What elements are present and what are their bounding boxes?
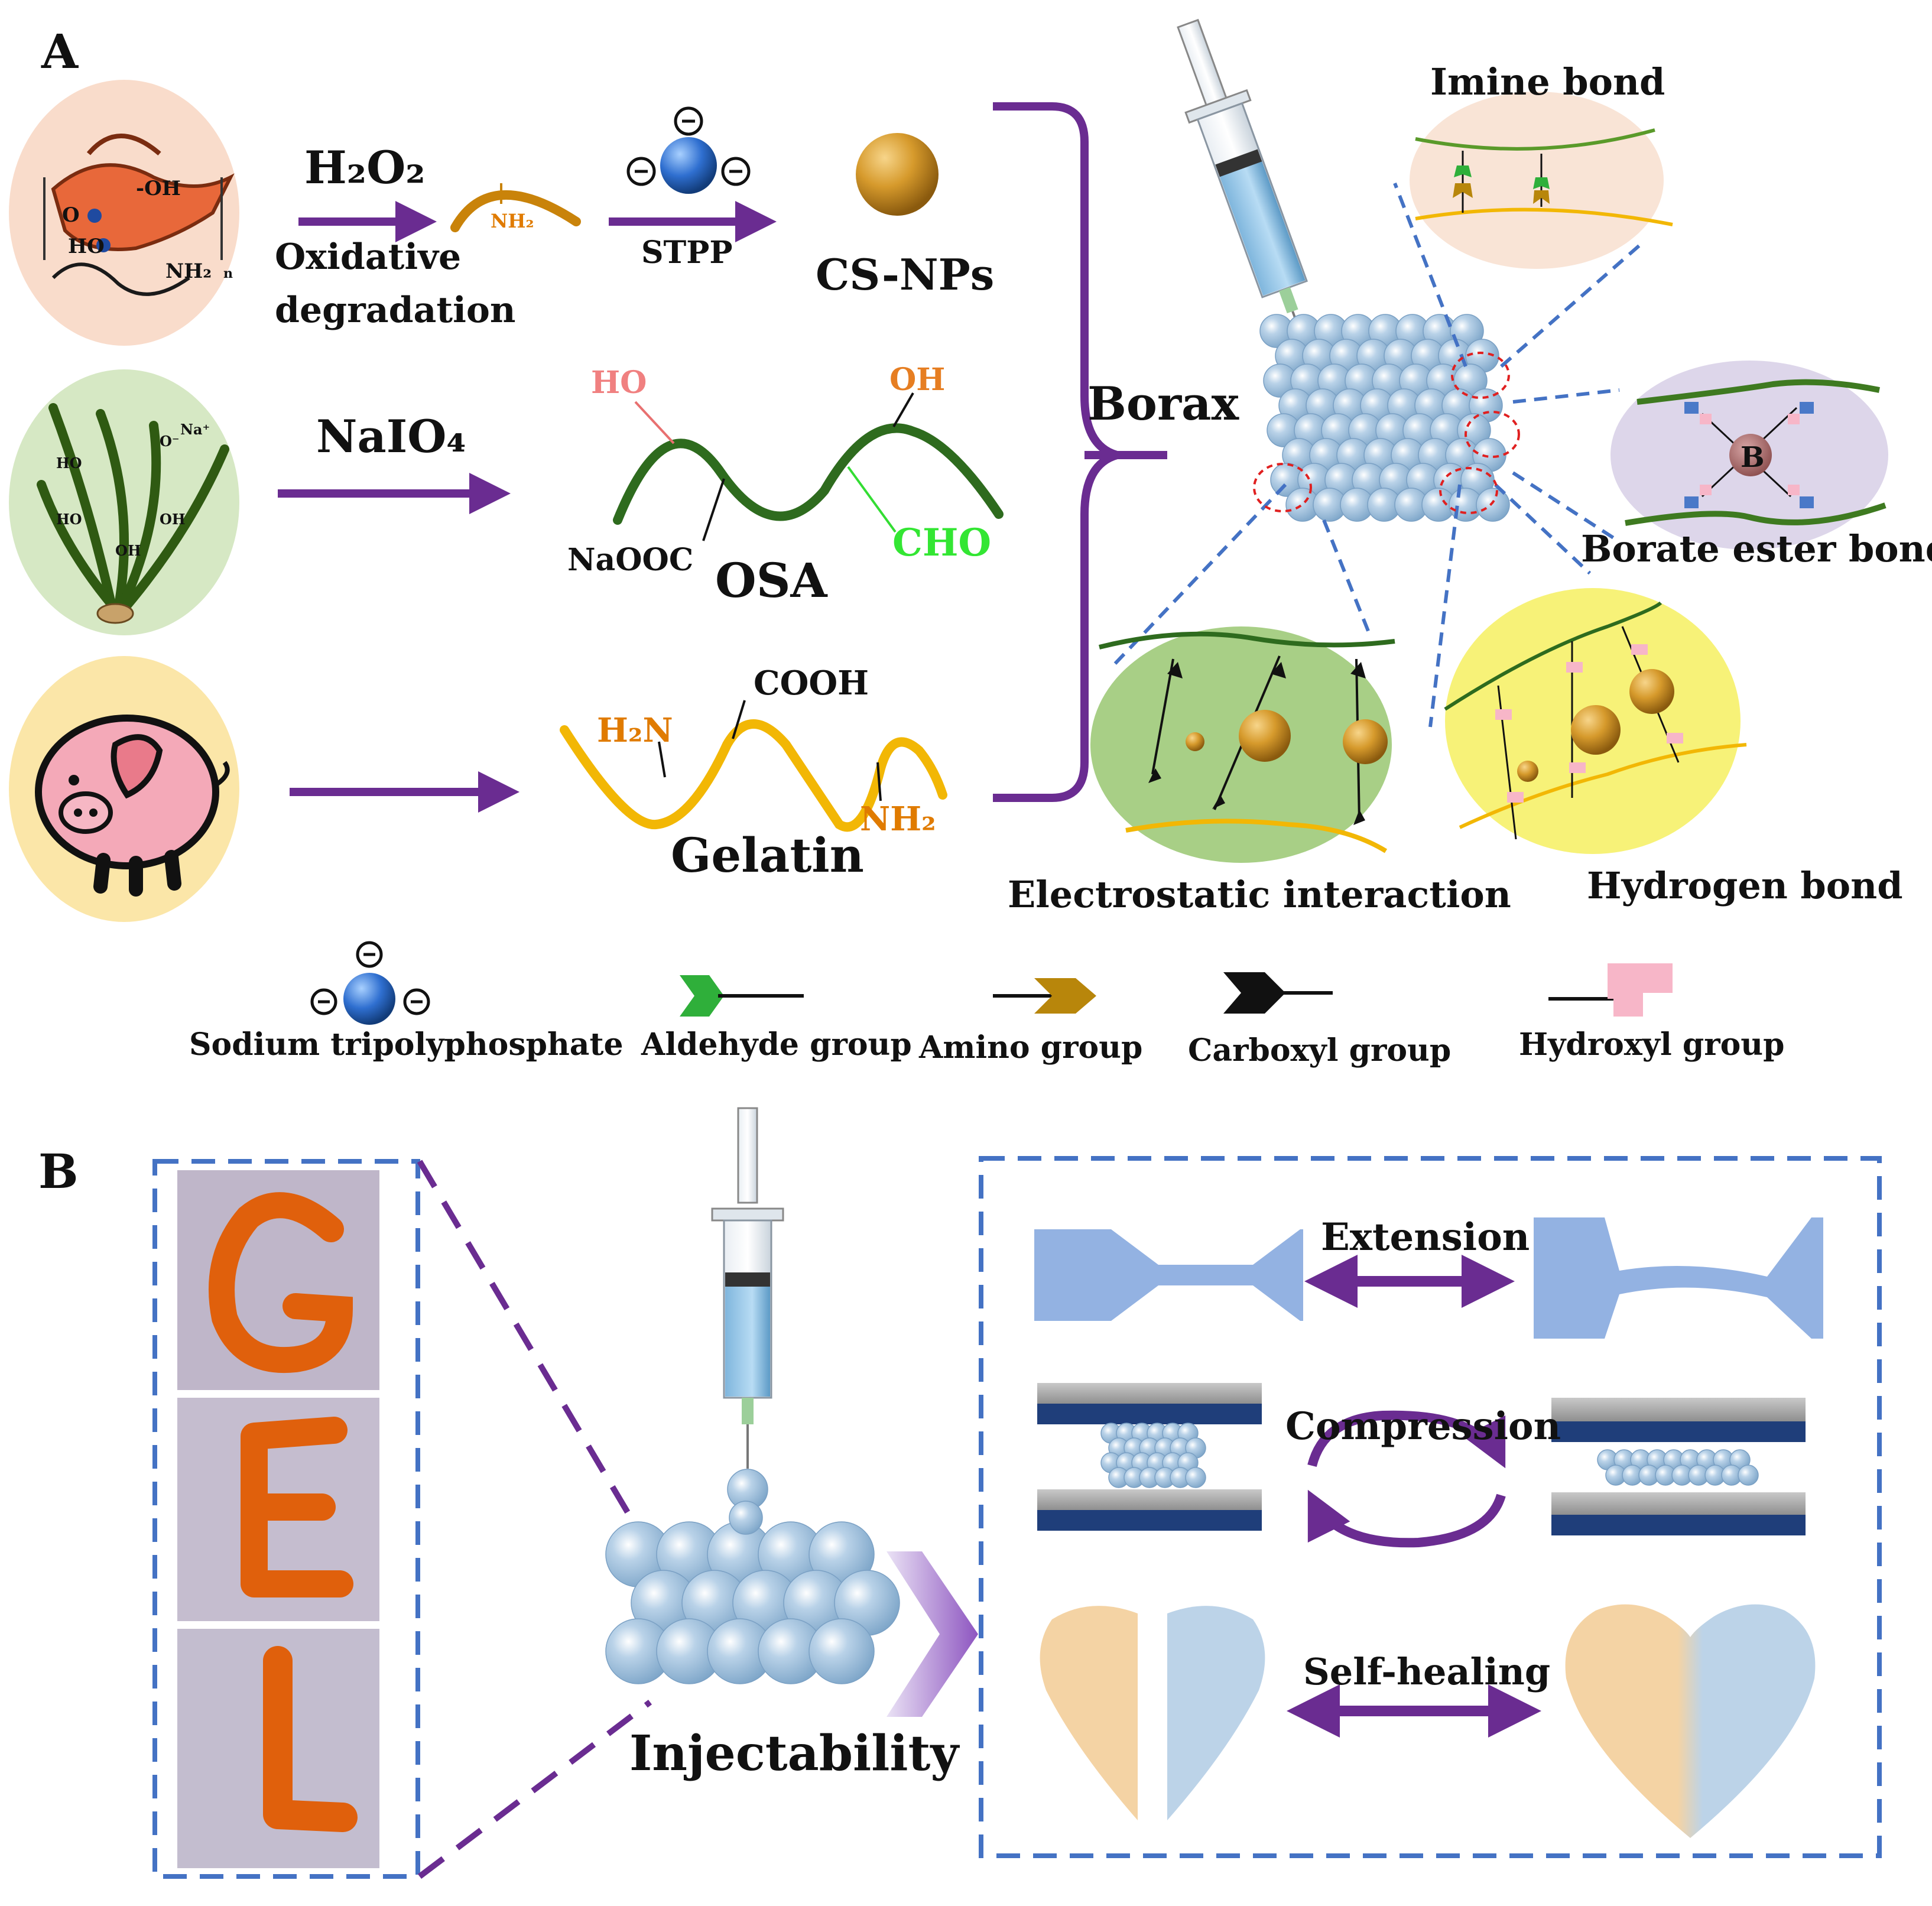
- alg-oh2: OH: [115, 542, 141, 559]
- compression-row: Compression: [1037, 1383, 1806, 1548]
- properties-frame: [979, 1156, 1882, 1858]
- dogbone-after: [1534, 1217, 1823, 1339]
- alg-ho1: HO: [56, 454, 82, 472]
- legend-carboxyl-icon: [1223, 972, 1333, 1014]
- naio4-label: NaIO₄: [316, 410, 466, 463]
- electrostatic-bubble: [1090, 626, 1395, 863]
- hydrogen-bubble: [1444, 588, 1747, 854]
- self-healing-row: Self-healing: [1040, 1604, 1816, 1838]
- imine-bubble: [1410, 92, 1673, 269]
- cs-nps-label: CS-NPs: [816, 249, 994, 300]
- alg-na: Na⁺: [180, 421, 210, 438]
- h2o2-label: H₂O₂: [304, 141, 426, 194]
- highlight-circles: [1253, 352, 1520, 514]
- hydrogen-label: Hydrogen bond: [1587, 864, 1903, 907]
- extruded-gel: [605, 1469, 900, 1684]
- stpp-label: STPP: [641, 235, 732, 271]
- legend-amino-icon: [993, 978, 1096, 1014]
- zoom-lines: [1109, 182, 1644, 728]
- gel-bead: [808, 1618, 875, 1684]
- gelatin-label: Gelatin: [671, 827, 864, 883]
- compression-label: Compression: [1285, 1404, 1561, 1449]
- gelatin-h2n: H₂N: [597, 711, 673, 750]
- imine-label: Imine bond: [1430, 60, 1665, 103]
- chitosan-oh: -OH: [136, 177, 181, 200]
- gelatin-cooh: COOH: [754, 664, 869, 703]
- photo-letter-e: [177, 1398, 379, 1621]
- chitosan-n: n: [223, 266, 233, 281]
- legend-hydroxyl-label: Hydroxyl group: [1519, 1027, 1784, 1063]
- zoom-line-upper: [417, 1160, 659, 1562]
- legend-stpp-label: Sodium tripolyphosphate: [189, 1027, 624, 1063]
- oxidative-label: Oxidative: [275, 236, 461, 278]
- shrimp-icon: [43, 134, 235, 296]
- alg-oh1: OH: [160, 511, 186, 528]
- chitosan-ho: HO: [68, 235, 105, 258]
- borax-label: Borax: [1087, 377, 1240, 431]
- gel-drop: [729, 1501, 763, 1535]
- osa-ho: HO: [591, 365, 647, 401]
- electrostatic-label: Electrostatic interaction: [1008, 873, 1511, 916]
- borate-center: B: [1741, 441, 1765, 474]
- photo-letter-l: [177, 1629, 379, 1868]
- borate-label: Borate ester bond: [1581, 527, 1932, 570]
- legend-amino-label: Amino group: [918, 1030, 1142, 1066]
- chitosan-row: -OH O HO NH₂ n H₂O₂ Oxidative degradatio…: [9, 80, 994, 346]
- injectability-label: Injectability: [629, 1725, 960, 1782]
- osa-naooc: NaOOC: [567, 542, 693, 578]
- legend-aldehyde-label: Aldehyde group: [641, 1027, 912, 1063]
- gelatin-nh2: NH₂: [860, 800, 936, 839]
- syringe-bottom: [711, 1107, 784, 1469]
- press-after: [1551, 1398, 1806, 1535]
- zoom-line-lower: [417, 1700, 652, 1879]
- syringe-top: [1177, 18, 1308, 346]
- heart-half-left: [1040, 1606, 1138, 1820]
- alg-o-minus: O⁻: [160, 433, 180, 450]
- gelatin-chain: [560, 719, 947, 832]
- osa-label: OSA: [715, 553, 827, 608]
- self-healing-label: Self-healing: [1303, 1650, 1550, 1693]
- extension-label: Extension: [1321, 1215, 1530, 1259]
- panel-a-label: A: [41, 24, 79, 79]
- heart-half-right: [1167, 1606, 1265, 1820]
- press-before: [1037, 1383, 1262, 1531]
- chitosan-nh2: NH₂: [165, 259, 212, 283]
- panel-b-label: B: [38, 1144, 79, 1199]
- osa-cho: CHO: [892, 521, 991, 565]
- photo-frame: [152, 1159, 420, 1879]
- alginate-row: Na⁺ O⁻ HO HO OH OH NaIO₄ HO OH NaOOC CHO…: [9, 362, 1004, 635]
- compression-cycle-arrows: [1307, 1410, 1506, 1548]
- osa-oh: OH: [889, 362, 945, 398]
- borate-bubble: B: [1610, 361, 1888, 550]
- chitosan-o: O: [62, 203, 80, 227]
- legend-stpp-icon: [310, 941, 430, 1025]
- dogbone-before: [1034, 1229, 1303, 1321]
- chitosan-fragment: [450, 190, 581, 232]
- photo-letter-g: [177, 1170, 379, 1390]
- hydrogel-bead: [1476, 488, 1510, 522]
- legend: Sodium tripolyphosphate Aldehyde group A…: [189, 941, 1784, 1069]
- legend-hydroxyl-icon: [1548, 963, 1673, 1017]
- fragment-nh2: NH₂: [491, 210, 534, 232]
- stpp-molecule: [626, 106, 751, 194]
- hydrogel-cluster: [1259, 314, 1510, 522]
- osa-chain: [613, 423, 1004, 525]
- alg-ho2: HO: [56, 511, 82, 528]
- legend-carboxyl-label: Carboxyl group: [1188, 1032, 1451, 1069]
- degradation-label: degradation: [275, 290, 516, 331]
- seaweed-icon: [37, 403, 229, 613]
- big-arrow: [887, 1551, 978, 1717]
- gel-bead: [1738, 1465, 1759, 1486]
- heart-healed: [1565, 1604, 1816, 1838]
- legend-aldehyde-icon: [680, 975, 804, 1017]
- pig-icon: [35, 715, 230, 897]
- cs-np-sphere: [856, 133, 939, 216]
- extension-row: Extension: [1034, 1215, 1823, 1339]
- gel-bead: [1185, 1467, 1206, 1488]
- gelatin-row: H₂N COOH NH₂ Gelatin: [9, 656, 947, 922]
